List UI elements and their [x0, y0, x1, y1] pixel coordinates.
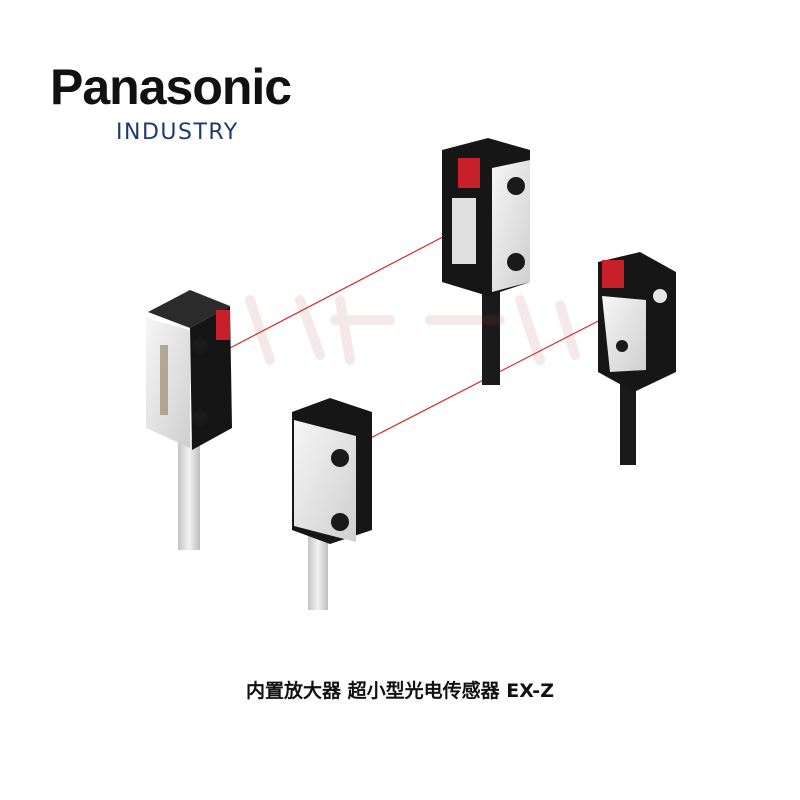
- industry-subtitle: INDUSTRY: [116, 120, 239, 145]
- laser-beam-bottom: [354, 315, 609, 447]
- sensor-bottom: [292, 398, 372, 610]
- sensor-left-cable: [178, 440, 200, 550]
- watermark: [245, 295, 580, 365]
- sensor-bottom-cable: [308, 535, 328, 610]
- sensor-top-cable: [482, 285, 500, 385]
- sensor-left-label: [160, 345, 168, 415]
- sensor-bottom-hole-top: [331, 449, 349, 467]
- panasonic-logo: Panasonic: [50, 59, 292, 115]
- sensor-left-connector: [216, 310, 230, 340]
- sensor-top-hole-top: [507, 177, 525, 195]
- sensor-right-hole: [649, 285, 671, 307]
- sensor-top-lens: [452, 198, 476, 264]
- laser-beams: [229, 227, 609, 447]
- sensor-left-hole-top: [192, 338, 208, 354]
- sensor-left: [146, 290, 232, 550]
- sensor-top-connector: [458, 158, 480, 188]
- sensor-right-plate: [602, 296, 646, 372]
- product-caption: 内置放大器 超小型光电传感器 EX-Z: [246, 680, 554, 702]
- sensor-right: [598, 252, 676, 465]
- sensor-right-connector: [602, 260, 624, 288]
- laser-beam-top: [229, 227, 461, 349]
- sensor-left-body-top: [148, 290, 230, 328]
- sensor-left-hole-bottom: [192, 410, 208, 426]
- sensor-top: [442, 138, 530, 385]
- sensor-right-hole-lower: [616, 340, 628, 352]
- sensor-right-cable: [620, 375, 636, 465]
- sensor-top-hole-bottom: [507, 253, 525, 271]
- sensor-bottom-hole-bottom: [331, 513, 349, 531]
